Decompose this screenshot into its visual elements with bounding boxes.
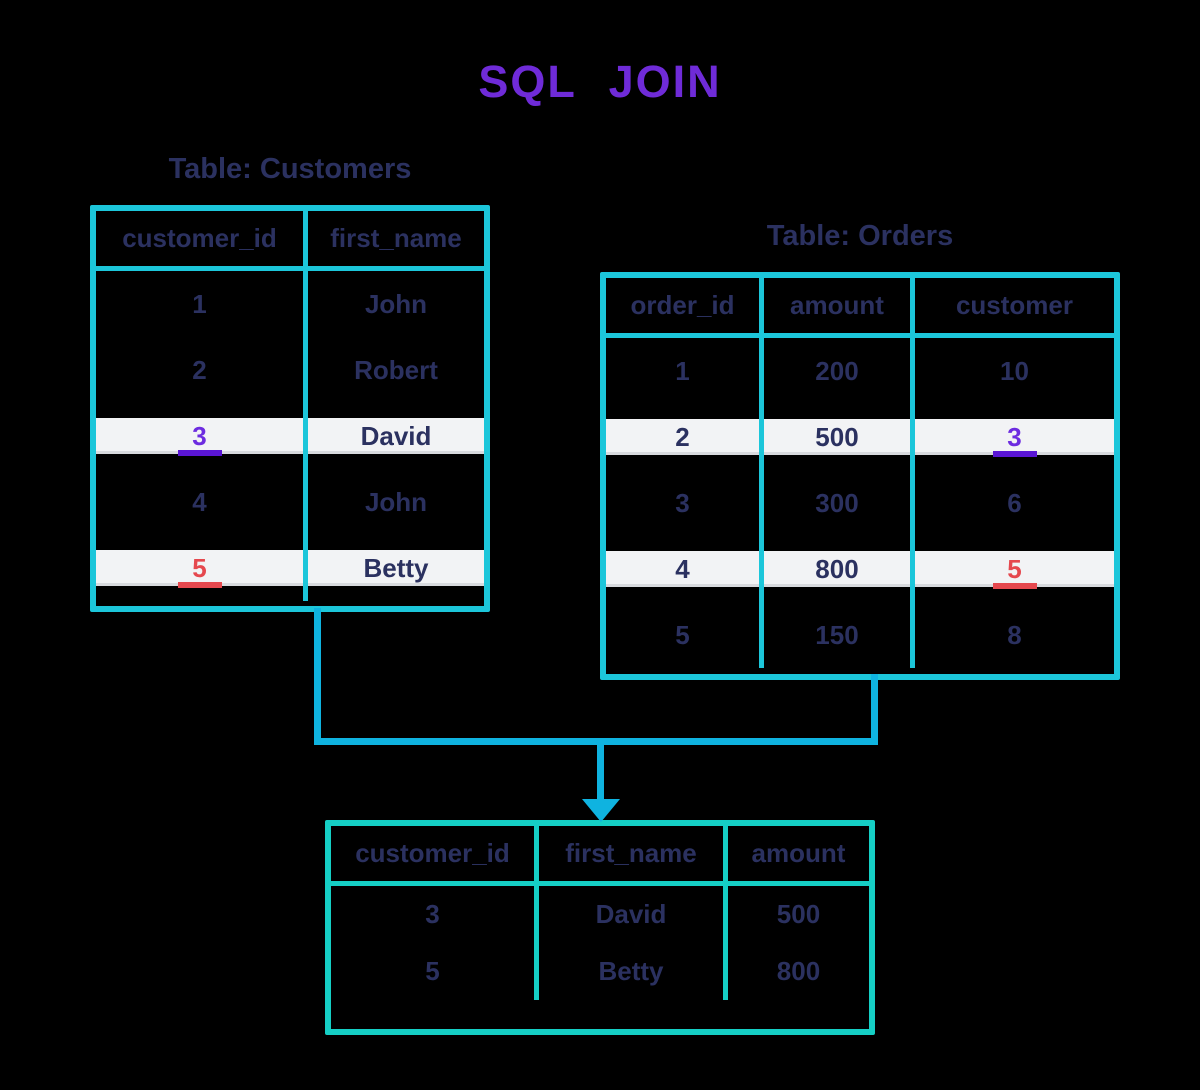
table-cell: 4 [606, 536, 764, 602]
cell-value: John [364, 288, 428, 319]
row-highlight [606, 419, 1114, 455]
column-header: amount [728, 826, 869, 886]
table-cell: 3 [96, 403, 308, 469]
table-cell: Robert [308, 337, 484, 403]
table-cell: 2 [606, 404, 764, 470]
table-cell: 500 [764, 404, 915, 470]
cell-value: 1 [675, 355, 690, 386]
table-cell: 800 [728, 943, 869, 1000]
cell-value: John [364, 486, 428, 517]
table-cell: David [539, 886, 728, 943]
join-key-underline [177, 582, 222, 588]
row-highlight [96, 418, 484, 454]
table-cell: 8 [915, 602, 1114, 668]
row-highlight [96, 550, 484, 586]
table-cell: 5 [915, 536, 1114, 602]
table-cell: 4 [96, 469, 308, 535]
cell-value: Betty [363, 552, 429, 583]
cell-value: 3 [192, 420, 207, 451]
column-header: order_id [606, 278, 764, 338]
customers-table-label: Table: Customers [168, 153, 412, 185]
cell-value: 5 [675, 619, 690, 650]
cell-value: 300 [815, 487, 859, 518]
column-header: customer_id [331, 826, 539, 886]
cell-value: 1 [192, 288, 207, 319]
page-title: SQL JOIN [478, 56, 722, 107]
cell-value: 500 [776, 899, 821, 929]
column-header: customer_id [96, 211, 308, 271]
cell-value: 5 [192, 552, 207, 583]
table-cell: 10 [915, 338, 1114, 404]
row-highlight [606, 551, 1114, 587]
join-key-underline [992, 583, 1037, 589]
cell-value: 4 [675, 553, 690, 584]
table-cell: John [308, 469, 484, 535]
connector-line-horizontal [314, 738, 878, 745]
cell-value: David [360, 420, 432, 451]
table-cell: David [308, 403, 484, 469]
cell-value: 2 [675, 421, 690, 452]
table-cell: 3 [606, 470, 764, 536]
table-cell: 200 [764, 338, 915, 404]
column-header: first_name [308, 211, 484, 271]
table-cell: 3 [331, 886, 539, 943]
join-key-underline [992, 451, 1037, 457]
cell-value: 10 [1000, 355, 1029, 386]
column-header: amount [764, 278, 915, 338]
column-header: first_name [539, 826, 728, 886]
cell-value: 2 [192, 354, 207, 385]
column-header: customer [915, 278, 1114, 338]
table-cell: 1 [606, 338, 764, 404]
cell-value: 8 [1007, 619, 1022, 650]
cell-value: 500 [815, 421, 859, 452]
connector-line-from-orders [871, 674, 878, 745]
table-cell: John [308, 271, 484, 337]
cell-value: David [595, 899, 667, 929]
cell-value: 4 [192, 486, 207, 517]
table-cell: Betty [539, 943, 728, 1000]
cell-value: 5 [1007, 553, 1022, 584]
cell-value: 3 [675, 487, 690, 518]
cell-value: 3 [1007, 421, 1022, 452]
table-cell: 1 [96, 271, 308, 337]
cell-value: 200 [815, 355, 859, 386]
cell-value: 6 [1007, 487, 1022, 518]
down-arrow-icon [582, 799, 620, 822]
table-cell: 300 [764, 470, 915, 536]
cell-value: Betty [598, 956, 664, 986]
table-cell: 5 [606, 602, 764, 668]
table-cell: Betty [308, 535, 484, 601]
cell-value: 800 [815, 553, 859, 584]
down-arrow-stem [597, 745, 604, 801]
join-key-underline [177, 450, 222, 456]
table-cell: 150 [764, 602, 915, 668]
table-cell: 800 [764, 536, 915, 602]
cell-value: 3 [425, 899, 440, 929]
cell-value: 5 [425, 956, 440, 986]
table-cell: 5 [96, 535, 308, 601]
table-cell: 3 [915, 404, 1114, 470]
table-cell: 500 [728, 886, 869, 943]
cell-value: Robert [354, 354, 438, 385]
table-cell: 5 [331, 943, 539, 1000]
connector-line-from-customers [314, 608, 321, 745]
table-cell: 6 [915, 470, 1114, 536]
table-cell: 2 [96, 337, 308, 403]
orders-table-label: Table: Orders [766, 220, 954, 252]
cell-value: 150 [815, 619, 859, 650]
cell-value: 800 [776, 956, 821, 986]
